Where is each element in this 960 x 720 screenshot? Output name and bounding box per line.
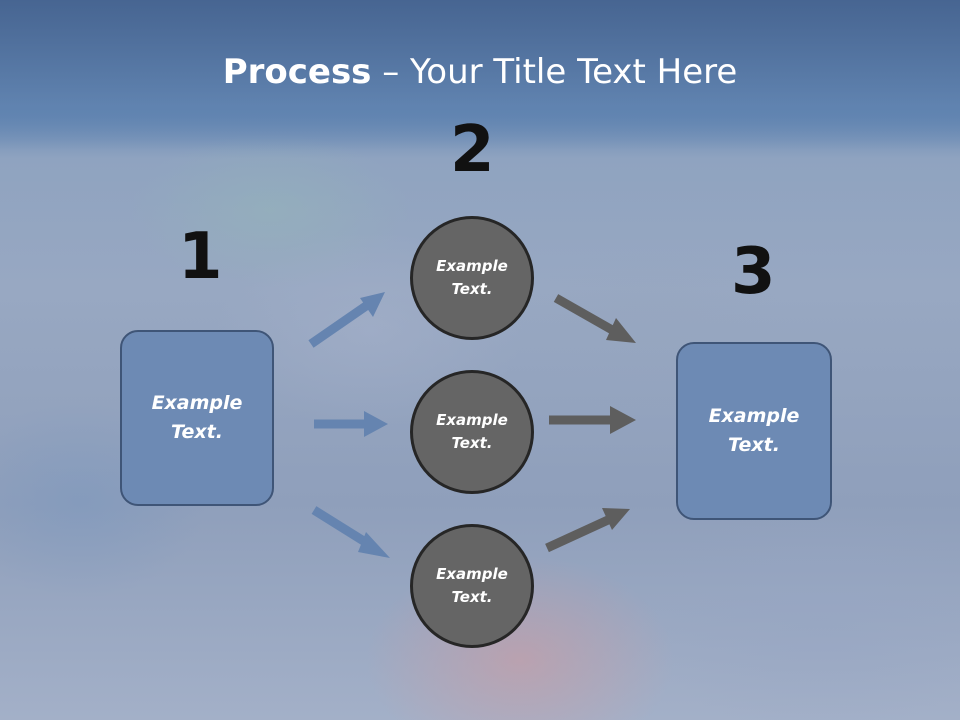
arrow-top-to-3 — [553, 294, 636, 343]
title-bold: Process — [222, 52, 372, 92]
step-circle-bottom-label: Example Text. — [436, 565, 508, 606]
arrow-middle-to-3 — [549, 406, 636, 434]
step-circle-top[interactable]: Example Text. — [410, 216, 534, 340]
step-circle-top-label: Example Text. — [436, 257, 508, 298]
step-number-3: 3 — [731, 235, 776, 309]
step-circle-middle[interactable]: Example Text. — [410, 370, 534, 494]
step-box-1-label: Example Text. — [151, 392, 243, 443]
step-box-1[interactable]: Example Text. — [120, 330, 274, 506]
step-number-1: 1 — [178, 220, 223, 294]
step-circle-middle-label: Example Text. — [436, 411, 508, 452]
step-number-2: 2 — [450, 113, 495, 187]
title-band — [0, 0, 960, 150]
arrow-1-to-middle — [314, 411, 388, 437]
arrow-1-to-bottom — [311, 506, 390, 558]
slide-title: Process – Your Title Text Here — [0, 52, 960, 92]
step-box-3-label: Example Text. — [708, 405, 800, 456]
step-box-3[interactable]: Example Text. — [676, 342, 832, 520]
arrow-1-to-top — [308, 292, 385, 348]
step-circle-bottom[interactable]: Example Text. — [410, 524, 534, 648]
arrow-bottom-to-3 — [545, 508, 630, 553]
title-rest: – Your Title Text Here — [371, 52, 738, 92]
